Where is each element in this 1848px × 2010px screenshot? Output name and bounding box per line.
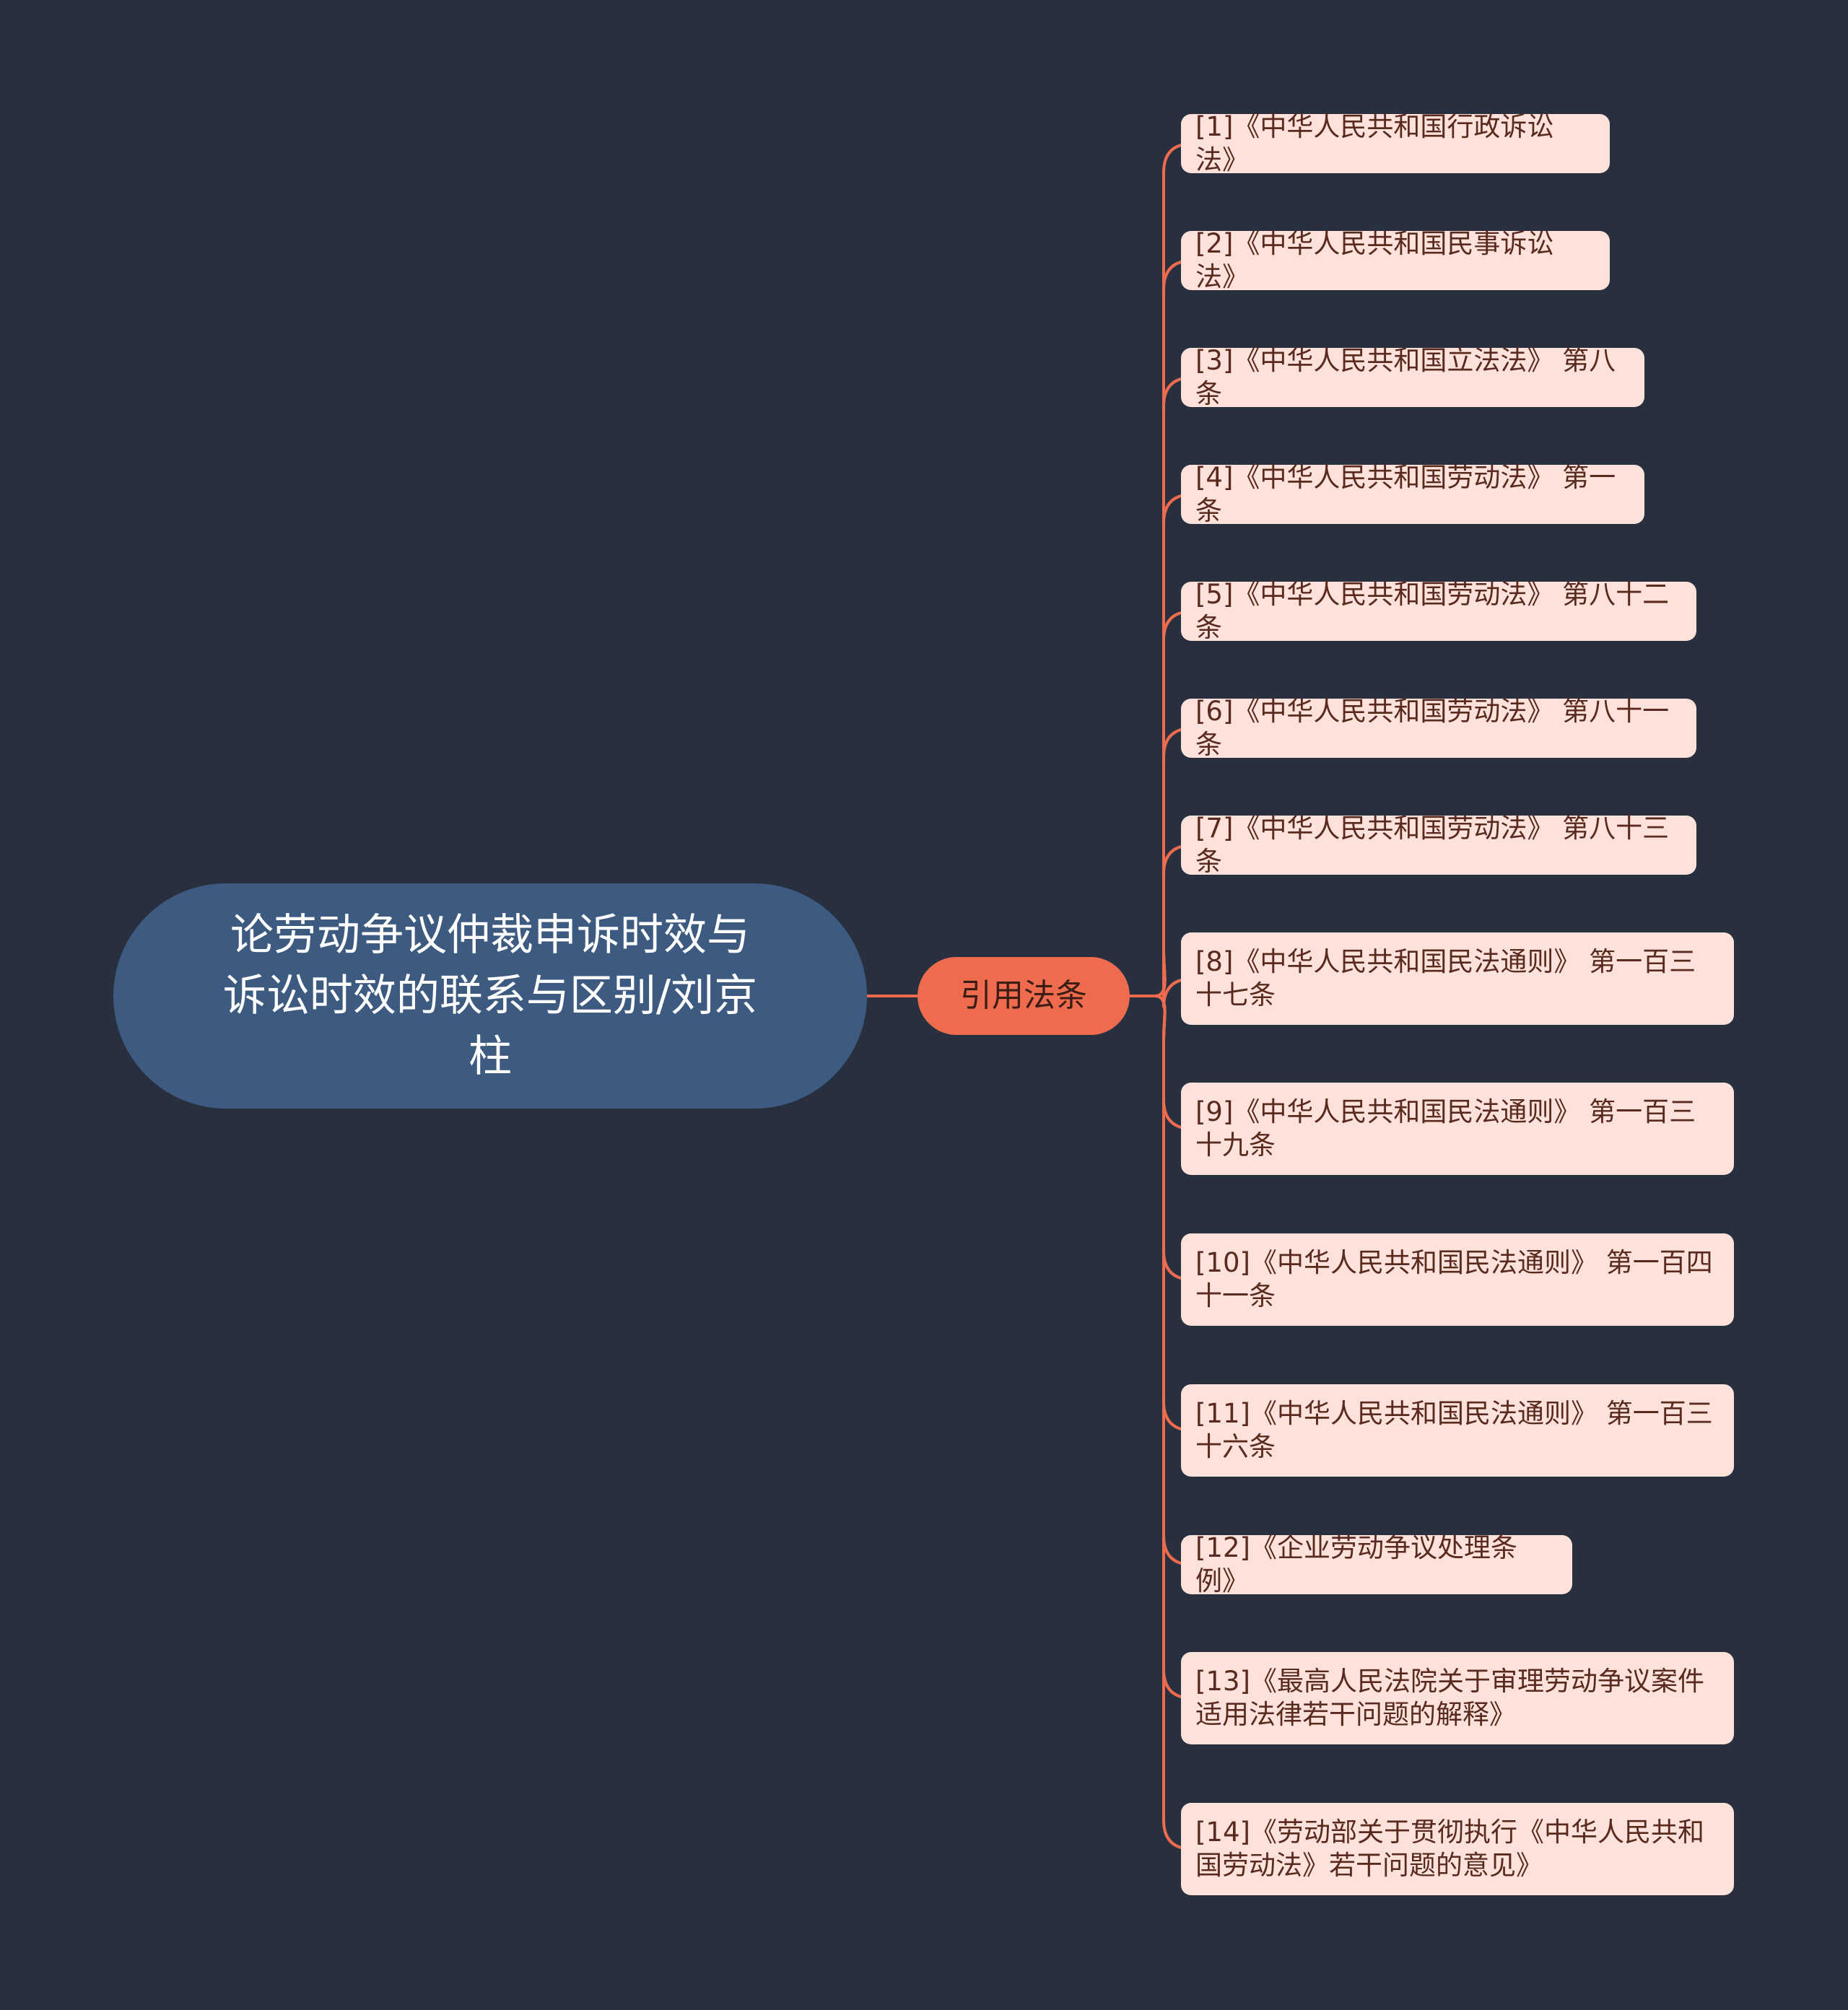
leaf-node-13[interactable]: [13]《最高人民法院关于审理劳动争议案件适用法律若干问题的解释》 [1181,1652,1734,1744]
leaf-node-4[interactable]: [4]《中华人民共和国劳动法》 第一条 [1181,462,1644,526]
leaf-connector-8 [1154,952,1193,1008]
leaf-node-9[interactable]: [9]《中华人民共和国民法通则》 第一百三十九条 [1181,1083,1734,1175]
leaf-connectors [1154,142,1193,1850]
leaf-connector-14 [1154,995,1193,1850]
leaf-node-5[interactable]: [5]《中华人民共和国劳动法》 第八十二条 [1181,579,1696,643]
leaf-node-8[interactable]: [8]《中华人民共和国民法通则》 第一百三十七条 [1181,932,1734,1025]
branch-label: 引用法条 [960,977,1087,1014]
leaf-label: [5]《中华人民共和国劳动法》 第八十二条 [1195,579,1670,643]
leaf-label: [11]《中华人民共和国民法通则》 第一百三十六条 [1195,1398,1713,1462]
leaf-label: [12]《企业劳动争议处理条例》 [1195,1532,1517,1596]
leaf-label: [6]《中华人民共和国劳动法》 第八十一条 [1195,696,1670,760]
leaf-node-3[interactable]: [3]《中华人民共和国立法法》 第八条 [1181,345,1644,409]
leaf-label: [2]《中华人民共和国民事诉讼法》 [1195,228,1554,292]
leaf-label: [7]《中华人民共和国劳动法》 第八十三条 [1195,813,1670,877]
leaf-node-12[interactable]: [12]《企业劳动争议处理条例》 [1181,1532,1572,1596]
leaf-node-7[interactable]: [7]《中华人民共和国劳动法》 第八十三条 [1181,813,1696,877]
leaf-label: [3]《中华人民共和国立法法》 第八条 [1195,345,1616,409]
leaf-node-10[interactable]: [10]《中华人民共和国民法通则》 第一百四十一条 [1181,1233,1734,1326]
leaf-node-1[interactable]: [1]《中华人民共和国行政诉讼法》 [1181,111,1610,175]
branch-node-cited-laws[interactable]: 引用法条 [918,957,1130,1035]
leaf-label: [13]《最高人民法院关于审理劳动争议案件适用法律若干问题的解释》 [1195,1666,1704,1730]
leaf-label: [9]《中华人民共和国民法通则》 第一百三十九条 [1195,1096,1696,1161]
leaf-label: [1]《中华人民共和国行政诉讼法》 [1195,111,1554,175]
leaf-label: [8]《中华人民共和国民法通则》 第一百三十七条 [1195,946,1696,1010]
leaf-node-14[interactable]: [14]《劳动部关于贯彻执行《中华人民共和国劳动法》若干问题的意见》 [1181,1803,1734,1895]
root-topic-label: 论劳动争议仲裁申诉时效与诉讼时效的联系与区别/刘京柱 [222,910,758,1082]
leaf-label: [4]《中华人民共和国劳动法》 第一条 [1195,462,1616,526]
root-topic-node[interactable]: 论劳动争议仲裁申诉时效与诉讼时效的联系与区别/刘京柱 [113,883,867,1109]
leaf-connector-11 [1154,995,1193,1432]
leaf-label: [10]《中华人民共和国民法通则》 第一百四十一条 [1195,1247,1713,1311]
leaf-node-2[interactable]: [2]《中华人民共和国民事诉讼法》 [1181,228,1610,292]
leaf-node-6[interactable]: [6]《中华人民共和国劳动法》 第八十一条 [1181,696,1696,760]
leaf-label: [14]《劳动部关于贯彻执行《中华人民共和国劳动法》若干问题的意见》 [1195,1817,1704,1881]
leaf-node-11[interactable]: [11]《中华人民共和国民法通则》 第一百三十六条 [1181,1384,1734,1477]
